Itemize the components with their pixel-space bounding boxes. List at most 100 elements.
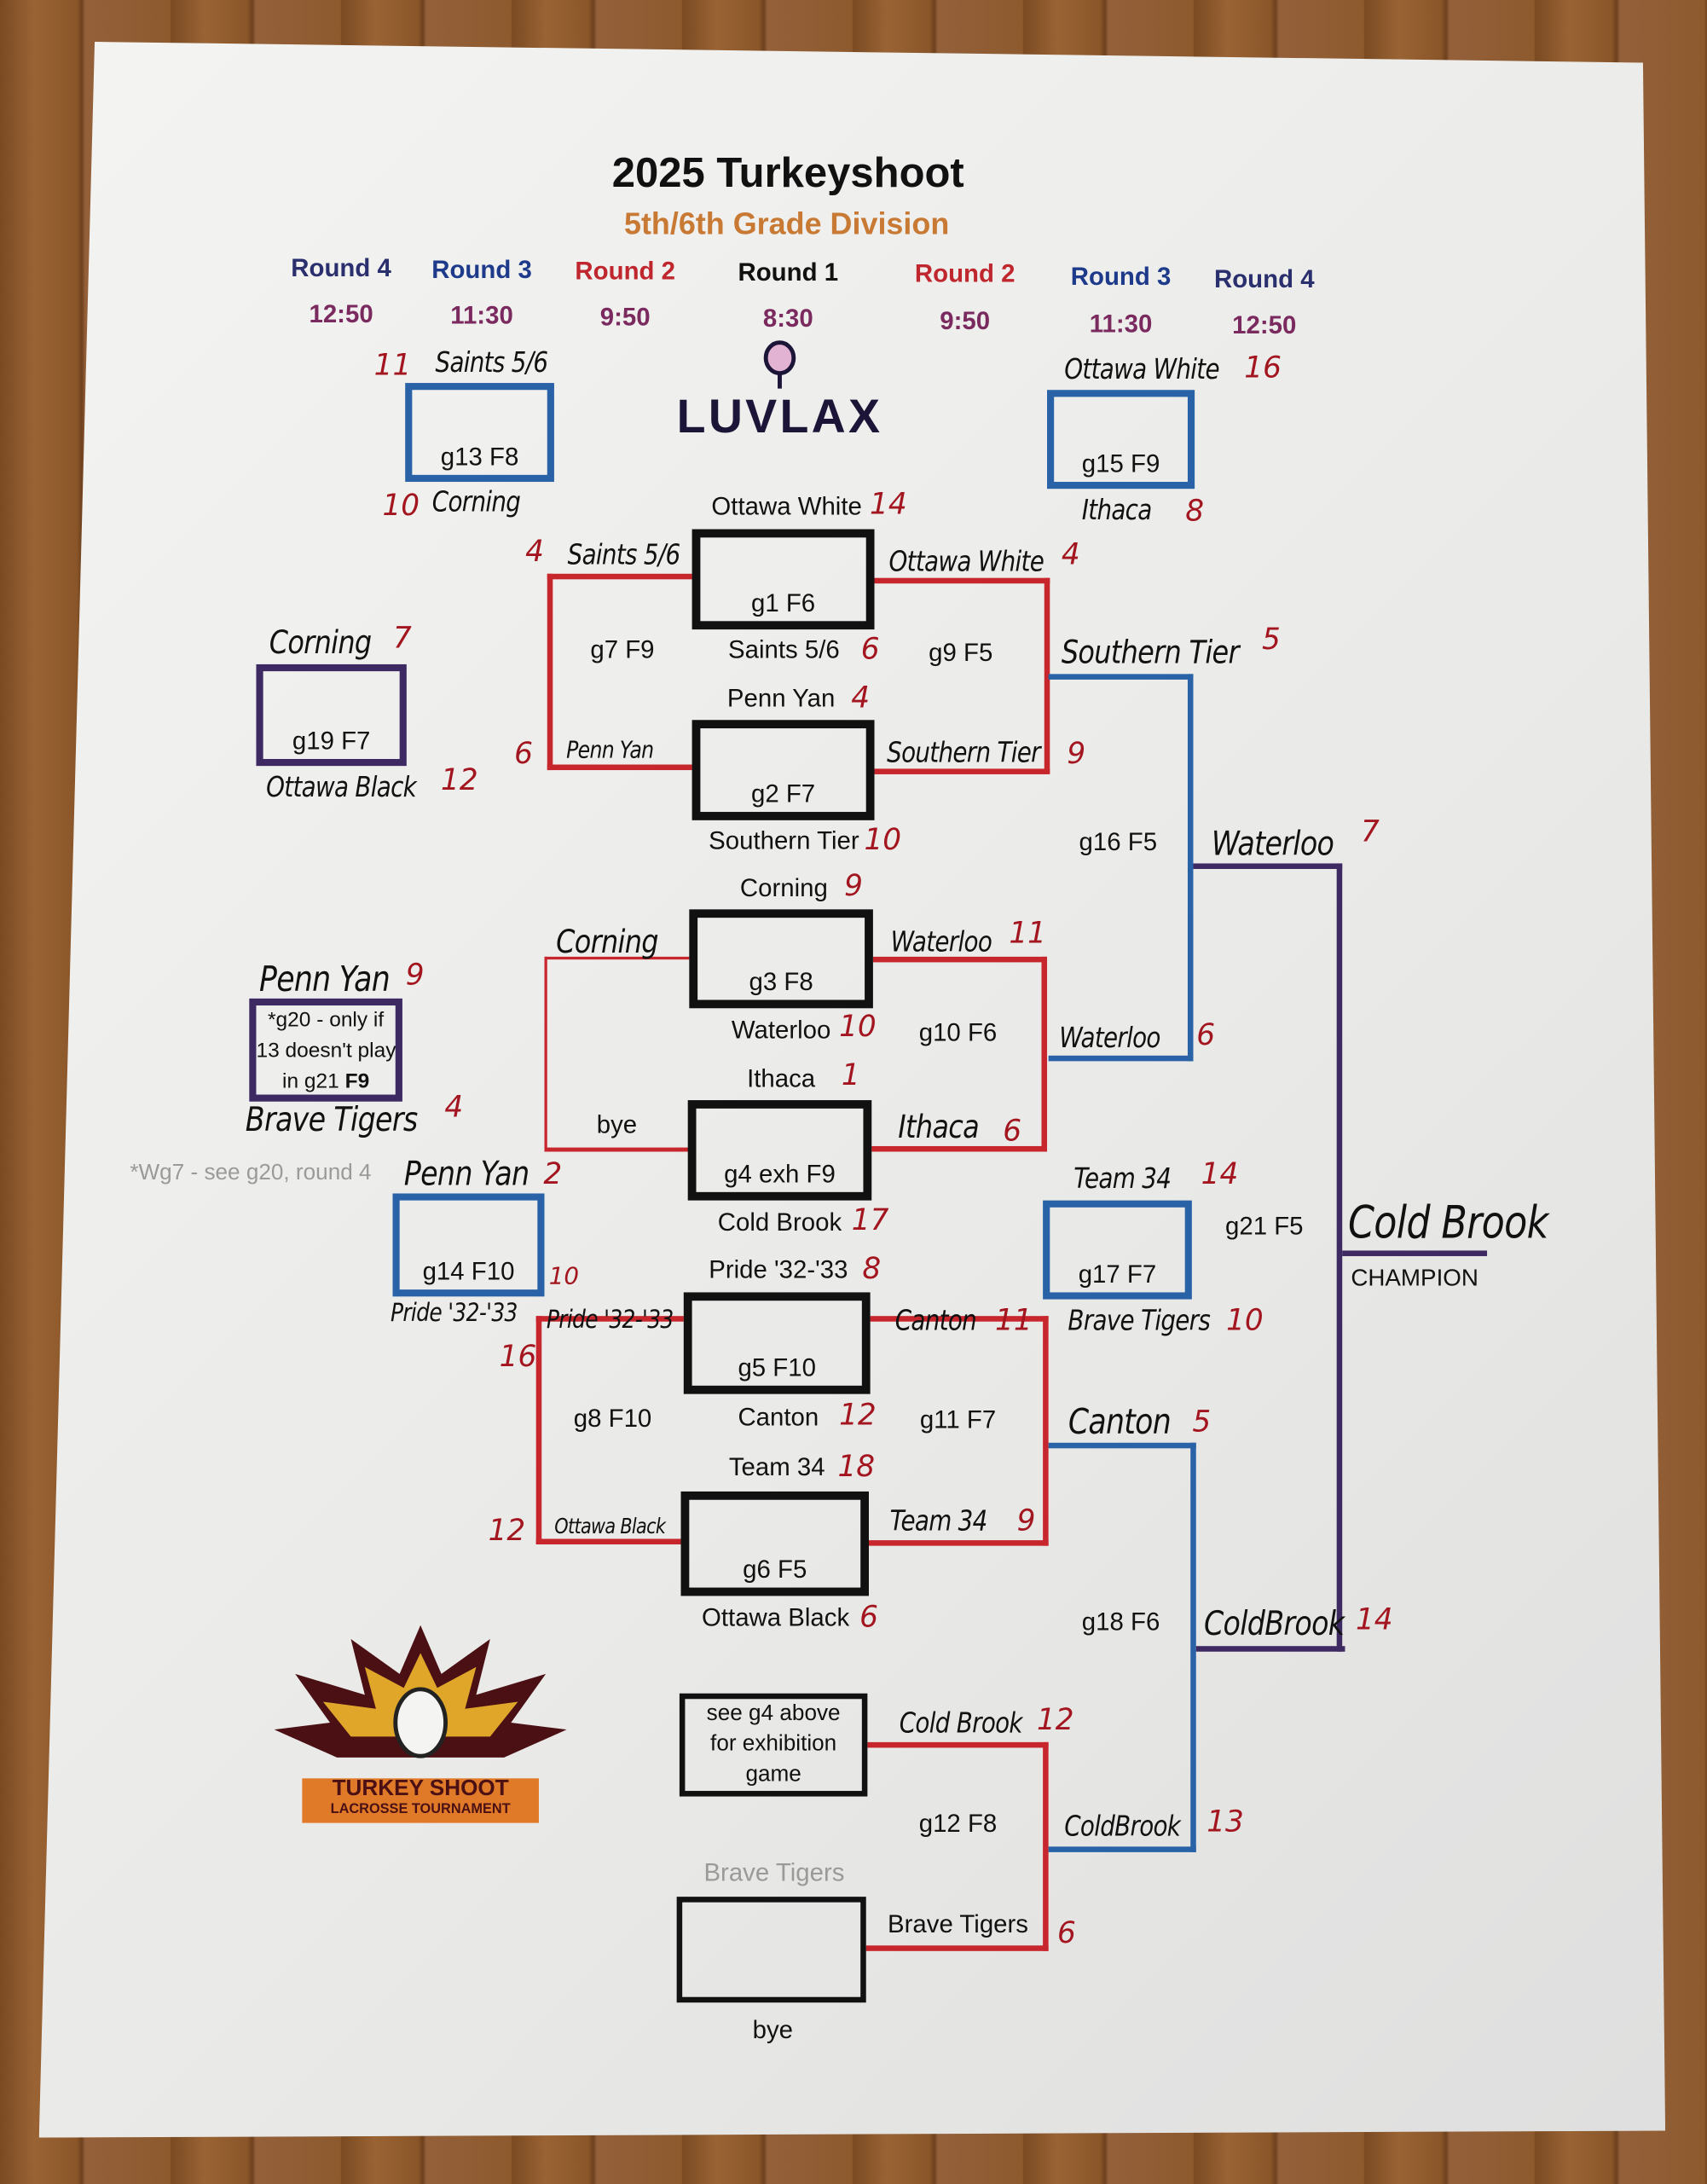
team-name: Ottawa White — [888, 544, 1044, 578]
round-label: Round 4 — [1213, 265, 1315, 293]
score: 4 — [444, 1090, 464, 1124]
game-label-g11: g11 F7 — [919, 1405, 997, 1434]
score: 5 — [1262, 622, 1281, 657]
game-label: g13 F8 — [440, 443, 519, 471]
bracket-line — [1043, 1316, 1049, 1546]
team-name: bye — [752, 2015, 794, 2044]
team-name: Canton — [738, 1403, 819, 1431]
bracket-line — [535, 1316, 684, 1322]
bracket-line — [871, 1145, 1048, 1152]
game-label: g15 F9 — [1081, 449, 1160, 478]
score: 7 — [393, 621, 412, 655]
bracket-line — [547, 573, 692, 580]
bracket-line — [1048, 1055, 1194, 1062]
team-name: Corning — [739, 873, 828, 902]
exhibition-note-box: see g4 above for exhibition game — [679, 1693, 868, 1797]
team-name: Ottawa White — [1064, 352, 1219, 386]
bracket-line — [1190, 1442, 1196, 1852]
team-name: Corning — [269, 625, 372, 662]
team-name: Penn Yan — [726, 684, 836, 713]
team-name: Canton — [894, 1303, 977, 1337]
round-time: 11:30 — [450, 301, 513, 330]
team-name: Penn Yan — [403, 1154, 529, 1194]
bracket-line — [874, 577, 1050, 584]
score: 9 — [405, 958, 425, 992]
score: 16 — [1244, 350, 1282, 385]
team-name: Brave Tigers — [1068, 1303, 1211, 1337]
game-label-g7: g7 F9 — [590, 635, 655, 664]
game-label: g2 F7 — [750, 779, 816, 808]
team-name: Southern Tier — [709, 826, 859, 854]
bracket-line — [1048, 674, 1194, 680]
score: 10 — [548, 1263, 580, 1291]
game-label: g14 F10 — [422, 1257, 515, 1286]
team-name: Ottawa Black — [554, 1514, 666, 1539]
score: 12 — [839, 1398, 877, 1432]
team-name: Saints 5/6 — [728, 635, 840, 664]
team-name: Ithaca — [747, 1064, 816, 1093]
score: 4 — [525, 535, 544, 569]
bracket-line — [1187, 674, 1194, 1062]
team-name: Corning — [431, 484, 521, 518]
team-name: Saints 5/6 — [435, 345, 549, 379]
game-box-g5: g5 F10 — [683, 1292, 871, 1394]
score: 9 — [844, 868, 863, 903]
g20-note: in g21 — [282, 1069, 339, 1093]
turkey-feathers-icon — [274, 1625, 567, 1758]
game-label-g16: g16 F5 — [1079, 827, 1158, 856]
score: 11 — [1009, 916, 1046, 950]
lacrosse-stick-icon — [763, 340, 796, 389]
game-label-g21: g21 F5 — [1225, 1212, 1304, 1241]
score: 4 — [1061, 537, 1080, 571]
team-name: Brave Tigers — [887, 1909, 1029, 1938]
score: 17 — [851, 1202, 889, 1237]
champion-label: CHAMPION — [1351, 1264, 1478, 1291]
game-label: g3 F8 — [749, 967, 813, 996]
team-name: Ottawa White — [711, 492, 862, 520]
score: 6 — [1056, 1916, 1076, 1950]
score: 10 — [382, 489, 420, 523]
score: 7 — [1360, 814, 1380, 849]
team-name: Penn Yan — [258, 959, 391, 999]
team-name: Team 34 — [1073, 1161, 1172, 1196]
round-label: Round 3 — [1070, 262, 1172, 291]
bracket-line — [544, 1147, 690, 1152]
team-name: Ithaca — [1081, 493, 1153, 527]
game-box-g20: *g20 - only if 13 doesn't play in g21 F9 — [249, 998, 402, 1102]
page-title: 2025 Turkeyshoot — [611, 150, 964, 197]
game-box-g4: g4 exh F9 — [687, 1100, 872, 1201]
game-label: g4 exh F9 — [724, 1160, 836, 1188]
score: 6 — [1196, 1017, 1216, 1051]
bracket-line — [547, 764, 692, 771]
score: 14 — [1201, 1157, 1239, 1191]
team-name: Team 34 — [889, 1503, 988, 1538]
score: 18 — [837, 1449, 876, 1484]
score: 11 — [373, 348, 412, 382]
bracket-line — [872, 956, 1048, 963]
game-box-g1: g1 F6 — [691, 529, 875, 630]
bracket-line — [535, 1538, 681, 1544]
wg7-note: *Wg7 - see g20, round 4 — [130, 1161, 372, 1185]
score: 8 — [1185, 494, 1205, 528]
logo-title: TURKEY SHOOT — [332, 1776, 509, 1801]
bracket-line — [1195, 1646, 1345, 1652]
team-name: ColdBrook — [1203, 1604, 1345, 1643]
score: 14 — [1355, 1602, 1393, 1637]
score: 6 — [859, 1600, 878, 1634]
luvlax-wordmark: LUVLAX — [676, 391, 883, 444]
score: 12 — [488, 1514, 526, 1548]
team-name: Waterloo — [1211, 824, 1334, 864]
team-name: Pride '32-'33 — [546, 1305, 674, 1335]
bracket-line — [544, 956, 547, 1150]
team-name: Penn Yan — [566, 736, 654, 765]
bracket-line — [1048, 1846, 1196, 1852]
bracket-line — [1193, 863, 1343, 869]
round-label: Round 2 — [575, 257, 676, 285]
round-label: Round 1 — [738, 258, 839, 287]
score: 6 — [860, 632, 880, 666]
score: 1 — [841, 1058, 860, 1092]
game-box-g2: g2 F7 — [691, 720, 875, 820]
score: 11 — [994, 1303, 1033, 1337]
round-label: Round 4 — [291, 254, 391, 282]
